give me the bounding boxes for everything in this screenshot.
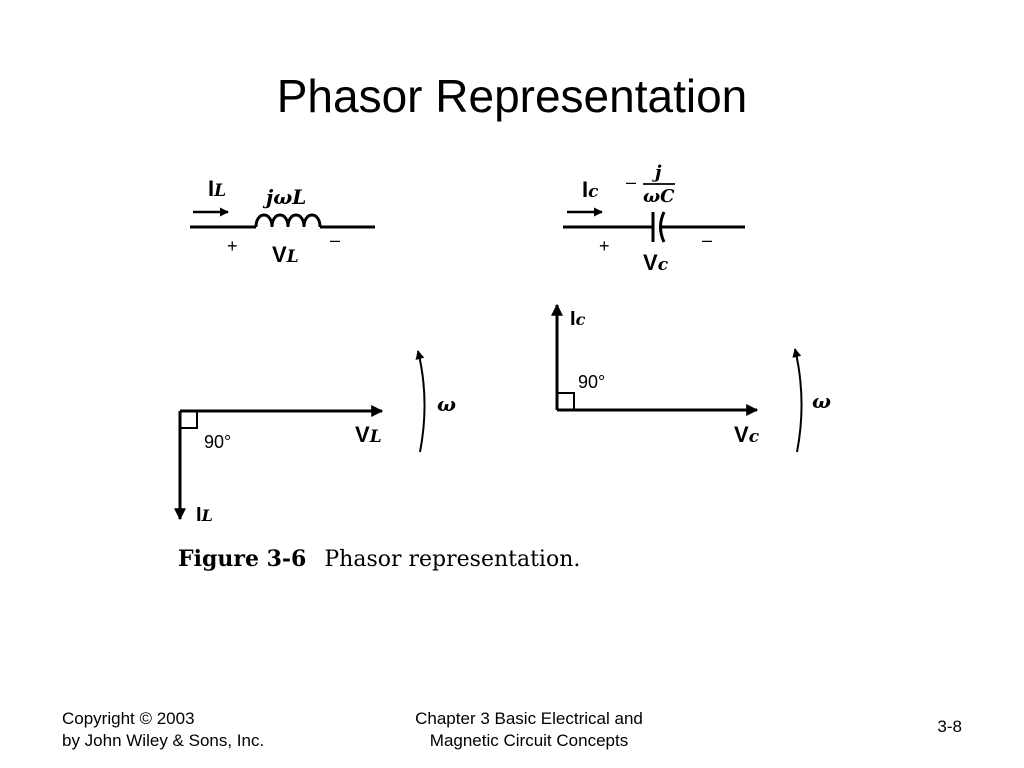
capacitor-impedance-sign: – bbox=[626, 172, 636, 192]
capacitor-voltage-label: Vc bbox=[643, 250, 669, 275]
capacitor-phasor-diagram: 90° Ic Vc ω bbox=[551, 303, 831, 453]
capacitor-rotation-arrow bbox=[792, 348, 803, 453]
figure-caption: Figure 3-6 Phasor representation. bbox=[178, 546, 580, 572]
inductor-impedance-label: jωL bbox=[262, 185, 306, 209]
capacitor-current-label: Ic bbox=[582, 177, 599, 202]
footer-copyright-line2: by John Wiley & Sons, Inc. bbox=[62, 731, 265, 750]
capacitor-omega-label: ω bbox=[812, 389, 831, 413]
footer-copyright: Copyright © 2003 by John Wiley & Sons, I… bbox=[62, 708, 264, 752]
inductor-phasor-current-label: IL bbox=[196, 504, 213, 526]
footer-chapter-line1: Chapter 3 Basic Electrical and bbox=[415, 709, 643, 728]
footer-chapter-title: Chapter 3 Basic Electrical and Magnetic … bbox=[380, 708, 678, 752]
footer-copyright-line1: Copyright © 2003 bbox=[62, 709, 195, 728]
figure-caption-text: Phasor representation. bbox=[324, 547, 580, 572]
capacitor-impedance-denominator: ωC bbox=[643, 186, 675, 207]
slide-title: Phasor Representation bbox=[276, 70, 748, 122]
footer-chapter-line2: Magnetic Circuit Concepts bbox=[429, 731, 629, 750]
inductor-rotation-arrow bbox=[415, 350, 426, 453]
inductor-minus-sign: – bbox=[330, 230, 340, 250]
figure-caption-number: Figure 3-6 bbox=[178, 546, 306, 572]
capacitor-impedance-numerator: j bbox=[652, 162, 662, 183]
capacitor-phasor-voltage-label: Vc bbox=[734, 422, 760, 447]
capacitor-right-angle-mark bbox=[557, 392, 575, 410]
capacitor-plate-right bbox=[659, 211, 666, 243]
inductor-voltage-label: VL bbox=[272, 242, 299, 267]
inductor-right-angle-mark bbox=[180, 411, 198, 429]
inductor-coil bbox=[254, 213, 322, 228]
inductor-phasor-diagram: 90° VL IL ω bbox=[174, 350, 456, 526]
inductor-current-label: IL bbox=[208, 176, 226, 201]
capacitor-phasor-current-label: Ic bbox=[570, 308, 586, 330]
capacitor-circuit: Ic – j ωC + – Vc bbox=[563, 162, 745, 275]
capacitor-plus-sign: + bbox=[599, 236, 610, 256]
inductor-circuit: IL jωL + – VL bbox=[190, 176, 375, 267]
inductor-phasor-voltage-label: VL bbox=[355, 422, 382, 447]
inductor-plus-sign: + bbox=[227, 236, 238, 256]
capacitor-angle-label: 90° bbox=[578, 372, 605, 392]
capacitor-minus-sign: – bbox=[702, 230, 712, 250]
inductor-angle-label: 90° bbox=[204, 432, 231, 452]
inductor-omega-label: ω bbox=[437, 392, 456, 416]
footer-page-number: 3-8 bbox=[937, 717, 962, 736]
